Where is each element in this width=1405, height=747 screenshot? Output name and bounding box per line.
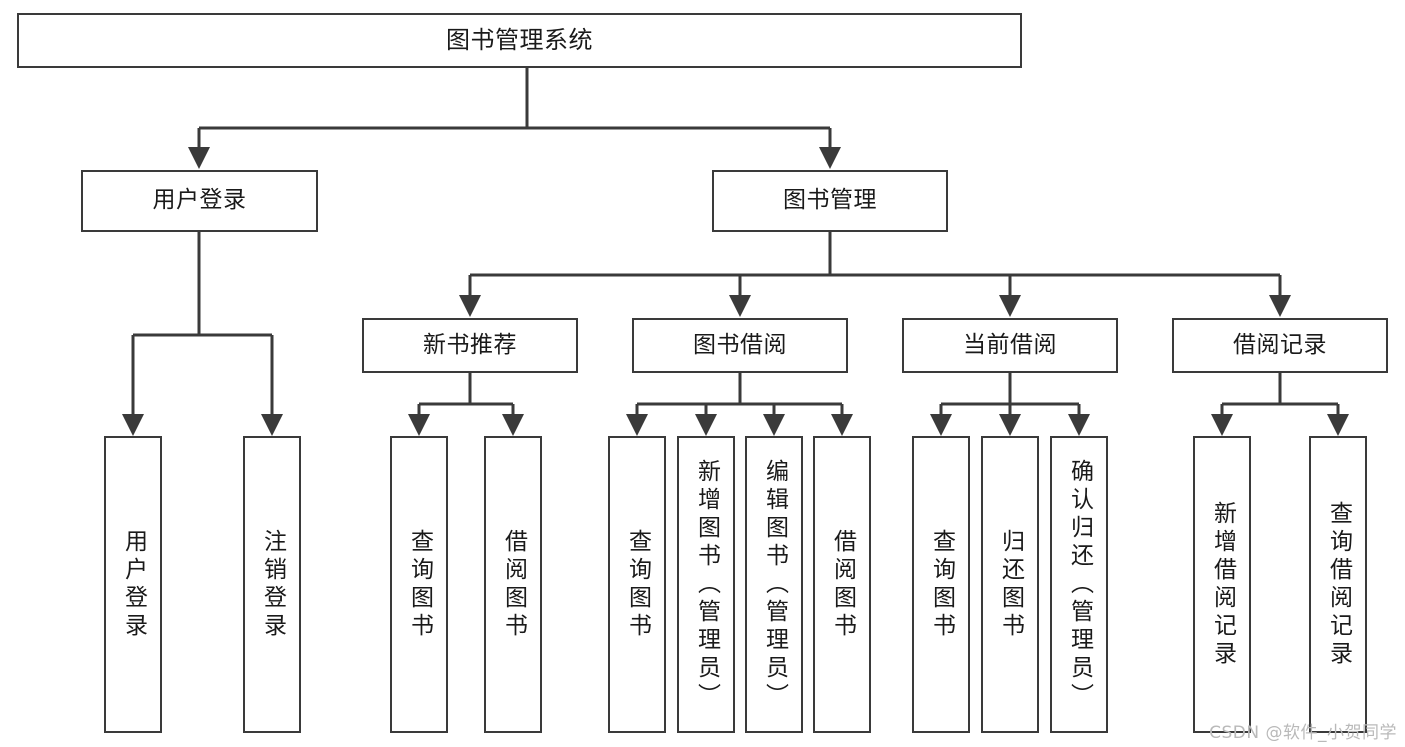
node-leaf-return-book[interactable]: 归还图书 bbox=[981, 436, 1039, 733]
node-label: 用户登录 bbox=[120, 528, 147, 641]
node-label: 用户登录 bbox=[152, 187, 247, 214]
node-label: 图书管理 bbox=[783, 187, 877, 214]
node-leaf-add-book-admin[interactable]: 新增图书（管理员） bbox=[677, 436, 735, 733]
node-root-book-management-system[interactable]: 图书管理系统 bbox=[17, 13, 1022, 68]
node-label: 借阅记录 bbox=[1233, 331, 1327, 358]
node-label: 借阅图书 bbox=[500, 528, 527, 641]
node-leaf-query-book-borrow[interactable]: 查询图书 bbox=[608, 436, 666, 733]
node-label: 归还图书 bbox=[997, 528, 1024, 641]
node-label: 借阅图书 bbox=[829, 528, 856, 641]
node-label: 查询借阅记录 bbox=[1325, 500, 1352, 669]
node-label: 确认归还（管理员） bbox=[1066, 458, 1093, 711]
node-label: 注销登录 bbox=[259, 528, 286, 641]
node-book-management[interactable]: 图书管理 bbox=[712, 170, 948, 232]
node-label: 新增图书（管理员） bbox=[693, 458, 720, 711]
node-label: 图书借阅 bbox=[693, 331, 787, 358]
node-label: 查询图书 bbox=[928, 528, 955, 641]
node-new-book-recommendation[interactable]: 新书推荐 bbox=[362, 318, 578, 373]
node-label: 图书管理系统 bbox=[446, 26, 593, 55]
node-user-login[interactable]: 用户登录 bbox=[81, 170, 318, 232]
node-leaf-borrow-book-newbook[interactable]: 借阅图书 bbox=[484, 436, 542, 733]
node-label: 新增借阅记录 bbox=[1209, 500, 1236, 669]
node-leaf-add-borrow-record[interactable]: 新增借阅记录 bbox=[1193, 436, 1251, 733]
node-leaf-edit-book-admin[interactable]: 编辑图书（管理员） bbox=[745, 436, 803, 733]
node-leaf-borrow-book-borrow[interactable]: 借阅图书 bbox=[813, 436, 871, 733]
node-leaf-confirm-return-admin[interactable]: 确认归还（管理员） bbox=[1050, 436, 1108, 733]
node-borrowing-records[interactable]: 借阅记录 bbox=[1172, 318, 1388, 373]
node-label: 新书推荐 bbox=[423, 331, 517, 358]
node-leaf-user-login[interactable]: 用户登录 bbox=[104, 436, 162, 733]
node-label: 当前借阅 bbox=[963, 331, 1057, 358]
node-leaf-query-book-current[interactable]: 查询图书 bbox=[912, 436, 970, 733]
node-label: 查询图书 bbox=[406, 528, 433, 641]
watermark-text: CSDN @软件_小贺同学 bbox=[1209, 723, 1397, 743]
node-leaf-query-borrow-record[interactable]: 查询借阅记录 bbox=[1309, 436, 1367, 733]
node-label: 编辑图书（管理员） bbox=[761, 458, 788, 711]
node-label: 查询图书 bbox=[624, 528, 651, 641]
node-leaf-query-book-newbook[interactable]: 查询图书 bbox=[390, 436, 448, 733]
node-current-borrowing[interactable]: 当前借阅 bbox=[902, 318, 1118, 373]
node-book-borrowing[interactable]: 图书借阅 bbox=[632, 318, 848, 373]
node-leaf-user-logout[interactable]: 注销登录 bbox=[243, 436, 301, 733]
